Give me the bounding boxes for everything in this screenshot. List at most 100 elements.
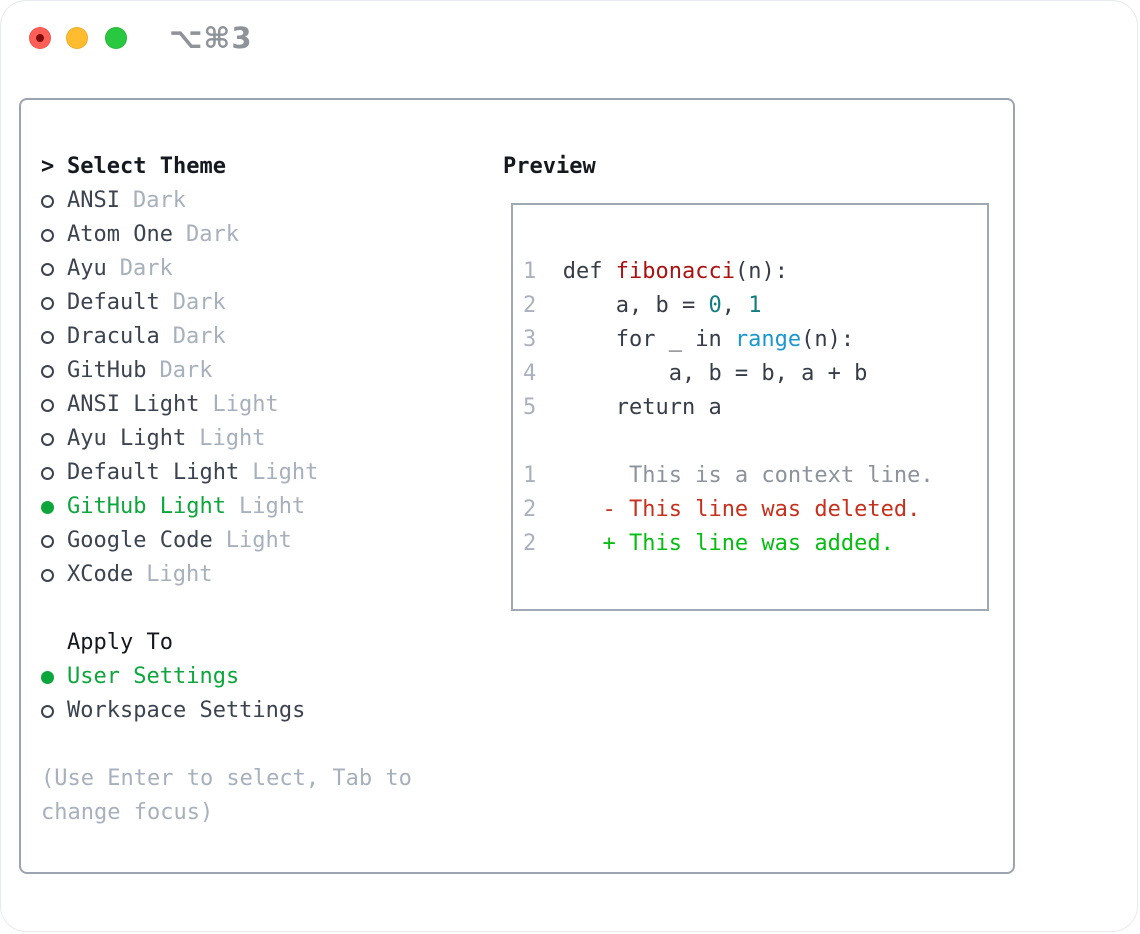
code-segment: 2 bbox=[523, 531, 563, 556]
code-segment: 1 bbox=[748, 293, 762, 318]
theme-item[interactable]: GitHub Light Light bbox=[41, 490, 412, 524]
radio-selected-icon bbox=[41, 500, 54, 514]
code-line bbox=[523, 425, 987, 459]
code-line: 2 + This line was added. bbox=[523, 527, 987, 561]
item-variant-label: Light bbox=[225, 528, 292, 553]
theme-item[interactable]: Ayu Light Light bbox=[41, 422, 412, 456]
item-variant-label: Dark bbox=[185, 222, 239, 247]
item-variant-label: Dark bbox=[132, 188, 186, 213]
code-segment: range bbox=[734, 327, 802, 352]
radio-icon bbox=[41, 398, 54, 412]
item-label: GitHub bbox=[67, 358, 147, 383]
item-variant-label: Light bbox=[238, 494, 306, 519]
select-theme-header-row: > Select Theme bbox=[41, 150, 412, 184]
item-label: Google Code bbox=[67, 528, 213, 553]
item-variant-label: Light bbox=[146, 562, 213, 587]
theme-item[interactable]: GitHub Dark bbox=[41, 354, 412, 388]
radio-icon bbox=[41, 262, 54, 276]
code-line: 2 a, b = 0, 1 bbox=[523, 289, 987, 323]
item-label: Ayu bbox=[67, 256, 107, 281]
radio-icon bbox=[41, 228, 54, 242]
radio-icon bbox=[41, 296, 54, 310]
theme-item[interactable]: Ayu Dark bbox=[41, 252, 412, 286]
radio-icon bbox=[41, 330, 54, 344]
item-variant-label: Light bbox=[199, 426, 266, 451]
item-variant-label: Dark bbox=[172, 290, 226, 315]
spacer bbox=[41, 592, 412, 626]
item-label: ANSI Light bbox=[67, 392, 200, 417]
hint-text: (Use Enter to select, Tab to change focu… bbox=[41, 766, 412, 825]
radio-icon bbox=[41, 194, 54, 208]
radio-icon bbox=[41, 364, 54, 378]
code-segment: 0 bbox=[708, 293, 722, 318]
theme-item[interactable]: Dracula Dark bbox=[41, 320, 412, 354]
preview-header: Preview bbox=[503, 154, 596, 179]
item-variant-label: Dark bbox=[159, 358, 213, 383]
code-line: 4 a, b = b, a + b bbox=[523, 357, 987, 391]
theme-item[interactable]: Google Code Light bbox=[41, 524, 412, 558]
code-segment: a, b = b, a + b bbox=[562, 361, 868, 386]
radio-icon bbox=[41, 432, 54, 446]
item-label: Atom One bbox=[67, 222, 173, 247]
code-segment: return a bbox=[562, 395, 722, 420]
window-title-shortcut: ⌥⌘3 bbox=[169, 21, 253, 55]
code-segment: This is a context line. bbox=[562, 463, 934, 488]
apply-to-header-row: Apply To bbox=[41, 626, 412, 660]
code-segment: - This line was deleted. bbox=[562, 497, 921, 522]
close-button[interactable] bbox=[29, 27, 51, 49]
code-segment: , bbox=[721, 293, 749, 318]
maximize-button[interactable] bbox=[105, 27, 127, 49]
apply-to-option[interactable]: User Settings bbox=[41, 660, 412, 694]
close-active-dot-icon bbox=[36, 34, 44, 42]
theme-item[interactable]: XCode Light bbox=[41, 558, 412, 592]
theme-item[interactable]: ANSI Light Light bbox=[41, 388, 412, 422]
radio-selected-icon bbox=[41, 670, 54, 684]
select-theme-header: Select Theme bbox=[67, 154, 226, 179]
theme-item[interactable]: Default Dark bbox=[41, 286, 412, 320]
selection-arrow-icon: > bbox=[41, 154, 55, 179]
code-segment: + This line was added. bbox=[562, 531, 894, 556]
minimize-button[interactable] bbox=[66, 27, 88, 49]
radio-icon bbox=[41, 534, 54, 548]
code-segment: 2 bbox=[523, 497, 563, 522]
item-variant-label: Dark bbox=[172, 324, 226, 349]
code-line: 2 - This line was deleted. bbox=[523, 493, 987, 527]
code-segment: for _ in bbox=[562, 327, 735, 352]
item-label: Dracula bbox=[67, 324, 160, 349]
theme-item[interactable]: Default Light Light bbox=[41, 456, 412, 490]
apply-to-header: Apply To bbox=[67, 630, 173, 655]
code-segment: (n): bbox=[734, 259, 788, 284]
code-segment: 2 bbox=[523, 293, 563, 318]
radio-icon bbox=[41, 466, 54, 480]
item-label: Default bbox=[67, 290, 160, 315]
code-segment: a, b = bbox=[562, 293, 709, 318]
radio-icon bbox=[41, 568, 54, 582]
code-line: 1 def fibonacci(n): bbox=[523, 255, 987, 289]
apply-to-option[interactable]: Workspace Settings bbox=[41, 694, 412, 728]
theme-item[interactable]: Atom One Dark bbox=[41, 218, 412, 252]
item-label: XCode bbox=[67, 562, 134, 587]
item-label: GitHub Light bbox=[67, 494, 226, 519]
code-segment: 4 bbox=[523, 361, 563, 386]
code-line: 3 for _ in range(n): bbox=[523, 323, 987, 357]
code-line: 5 return a bbox=[523, 391, 987, 425]
code-segment: 5 bbox=[523, 395, 563, 420]
code-segment: 1 bbox=[523, 463, 563, 488]
item-variant-label: Dark bbox=[119, 256, 173, 281]
code-segment: 3 bbox=[523, 327, 563, 352]
spacer bbox=[41, 728, 412, 762]
radio-icon bbox=[41, 704, 54, 718]
item-label: Workspace Settings bbox=[67, 698, 306, 723]
item-variant-label: Light bbox=[252, 460, 319, 485]
code-line: 1 This is a context line. bbox=[523, 459, 987, 493]
item-label: Default Light bbox=[67, 460, 240, 485]
item-variant-label: Light bbox=[212, 392, 279, 417]
item-label: Ayu Light bbox=[67, 426, 187, 451]
